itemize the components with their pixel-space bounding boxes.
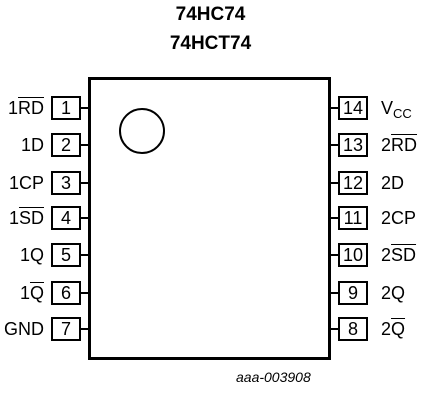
right-pin-label: 2D	[381, 173, 404, 193]
right-pin-label-inverted: RD	[391, 135, 418, 155]
left-pin-lead	[81, 292, 89, 294]
pin1-orientation-mark	[119, 108, 165, 154]
left-pin-label: 1RD	[8, 98, 44, 118]
right-pin-label-inverted: SD	[391, 245, 417, 265]
right-pin-number: 14	[338, 96, 368, 120]
title-line-1: 74HC74	[175, 4, 246, 25]
right-pin-label-text: 2	[381, 319, 392, 339]
right-pin-lead	[330, 182, 338, 184]
left-pin-number: 7	[51, 317, 81, 341]
right-pin-lead	[330, 144, 338, 146]
left-pin-number: 4	[51, 206, 81, 230]
right-pin-number: 13	[338, 133, 368, 157]
right-pin-label: VCC	[381, 98, 412, 121]
left-pin-lead	[81, 182, 89, 184]
left-pin-label: 1Q	[20, 283, 44, 303]
right-pin-lead	[330, 217, 338, 219]
right-pin-label: 2SD	[381, 245, 416, 265]
right-pin-label-text: 2Q	[381, 283, 406, 303]
right-pin-label-text: 2	[381, 135, 392, 155]
left-pin-label-text: 1	[7, 98, 18, 118]
right-pin-lead	[330, 328, 338, 330]
right-pin-label-text: V	[381, 98, 394, 118]
left-pin-label-text: 1Q	[19, 245, 44, 265]
left-pin-label-text: GND	[4, 319, 44, 339]
right-pin-label-inverted: Q	[391, 319, 406, 339]
left-pin-lead	[81, 328, 89, 330]
ic-package-body	[88, 77, 331, 360]
right-pin-label: 2Q	[381, 283, 405, 303]
right-pin-number: 12	[338, 171, 368, 195]
right-pin-label: 2Q	[381, 319, 405, 339]
right-pin-number: 8	[338, 317, 368, 341]
figure-id: aaa-003908	[236, 369, 311, 385]
right-pin-lead	[330, 107, 338, 109]
left-pin-label-inverted: RD	[18, 98, 44, 118]
right-pin-label-text: 2	[381, 245, 392, 265]
left-pin-label-text: 1D	[20, 135, 44, 155]
left-pin-number: 1	[51, 96, 81, 120]
left-pin-number: 2	[51, 133, 81, 157]
right-pin-label-text: 2CP	[381, 208, 417, 228]
left-pin-lead	[81, 107, 89, 109]
left-pin-label-inverted: Q	[29, 283, 44, 303]
left-pin-label-text: 1	[19, 283, 30, 303]
left-pin-label: 1Q	[20, 245, 44, 265]
right-pin-number: 11	[338, 206, 368, 230]
left-pin-label-text: 1CP	[8, 173, 44, 193]
left-pin-label-text: 1	[8, 208, 19, 228]
right-pin-label-text: 2D	[381, 173, 405, 193]
left-pin-number: 3	[51, 171, 81, 195]
right-pin-label-subscript: CC	[393, 106, 412, 121]
left-pin-label-inverted: SD	[18, 208, 44, 228]
left-pin-lead	[81, 144, 89, 146]
left-pin-label: 1SD	[9, 208, 44, 228]
right-pin-number: 10	[338, 243, 368, 267]
right-pin-lead	[330, 254, 338, 256]
left-pin-label: GND	[4, 319, 44, 339]
right-pin-label: 2RD	[381, 135, 417, 155]
right-pin-label: 2CP	[381, 208, 416, 228]
left-pin-lead	[81, 254, 89, 256]
left-pin-label: 1CP	[9, 173, 44, 193]
right-pin-number: 9	[338, 281, 368, 305]
left-pin-number: 5	[51, 243, 81, 267]
left-pin-lead	[81, 217, 89, 219]
left-pin-number: 6	[51, 281, 81, 305]
title-line-2: 74HCT74	[169, 33, 252, 54]
right-pin-lead	[330, 292, 338, 294]
left-pin-label: 1D	[21, 135, 44, 155]
